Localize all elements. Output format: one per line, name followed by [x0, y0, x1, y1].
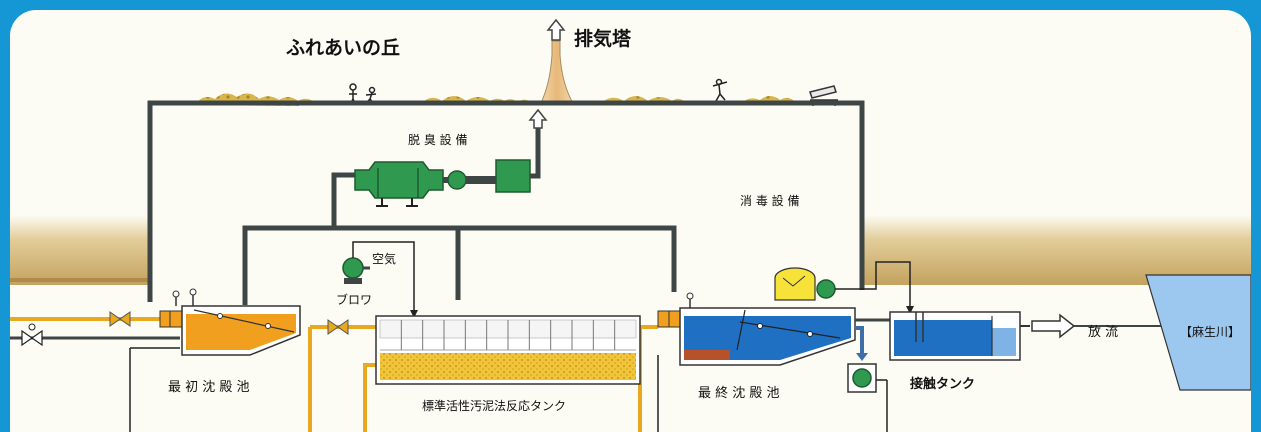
deodorizer-equipment [354, 108, 548, 207]
exhaust-tower [539, 18, 575, 106]
deodorizer-label: 脱 臭 設 備 [408, 132, 467, 147]
treatment-plant-diagram: ふれあいの丘 排気塔 脱 臭 設 備 消 毒 設 備 空気 ブロワ 最 初 沈 … [10, 18, 1251, 432]
valve-icons [109, 311, 349, 335]
primary-tank-label: 最 初 沈 殿 池 [168, 380, 250, 395]
discharge-label: 放 流 [1088, 325, 1118, 340]
disinfection-equipment [774, 261, 914, 314]
air-label: 空気 [372, 251, 396, 266]
contact-tank-label: 接触タンク [910, 376, 975, 392]
blower-equipment [342, 241, 418, 318]
final-settling-tank [657, 292, 856, 366]
return-pump [657, 326, 888, 432]
exhaust-arrow-icon [546, 18, 566, 41]
hill-label: ふれあいの丘 [286, 37, 400, 59]
river-label: 【麻生川】 [1180, 324, 1240, 339]
primary-settling-tank [159, 288, 301, 356]
reaction-tank [375, 315, 641, 385]
check-valve-icon [21, 323, 43, 347]
exhaust-tower-label: 排気塔 [574, 27, 632, 50]
ground-right [862, 215, 1251, 285]
reaction-tank-label: 標準活性汚泥法反応タンク [422, 398, 566, 413]
discharge-arrow-icon [1020, 313, 1170, 339]
contact-tank [855, 311, 1021, 361]
disinfection-label: 消 毒 設 備 [740, 193, 799, 208]
blower-label: ブロワ [336, 292, 372, 307]
ground-left [10, 215, 150, 285]
vent-pipes [242, 172, 677, 305]
diagram-frame: ふれあいの丘 排気塔 脱 臭 設 備 消 毒 設 備 空気 ブロワ 最 初 沈 … [10, 10, 1251, 432]
final-tank-label: 最 終 沈 殿 池 [698, 385, 780, 401]
river [1145, 274, 1251, 391]
